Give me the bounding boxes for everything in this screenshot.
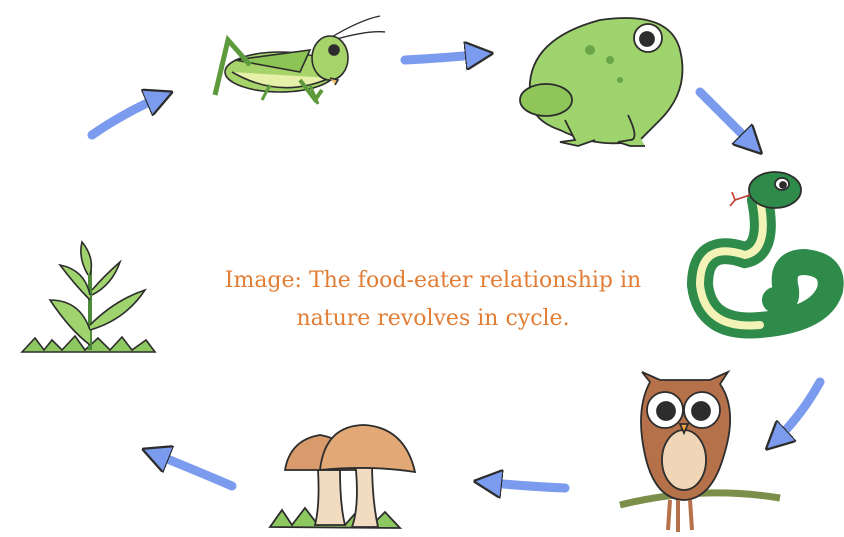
arrow-snake-to-owl bbox=[772, 382, 820, 444]
arrow-mushroom-to-plant bbox=[150, 452, 232, 486]
arrow-grasshopper-to-frog bbox=[405, 54, 485, 60]
snake-icon bbox=[700, 172, 831, 326]
arrow-owl-to-mushroom bbox=[482, 482, 565, 488]
owl-icon bbox=[620, 372, 780, 532]
caption-line-1: Image: The food-eater relationship in bbox=[190, 262, 676, 300]
plant-icon bbox=[22, 242, 155, 352]
grasshopper-icon bbox=[215, 16, 385, 104]
arrow-frog-to-snake bbox=[700, 92, 756, 148]
mushroom-icon bbox=[270, 425, 415, 528]
arrow-plant-to-grasshopper bbox=[92, 95, 165, 135]
caption-line-2: nature revolves in cycle. bbox=[190, 300, 676, 338]
frog-icon bbox=[520, 18, 683, 146]
caption: Image: The food-eater relationship in na… bbox=[190, 262, 676, 338]
